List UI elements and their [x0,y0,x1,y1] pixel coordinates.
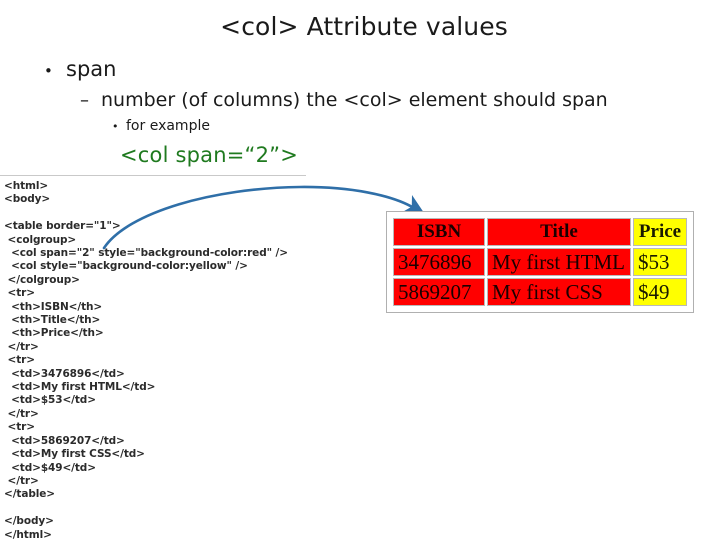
table-cell-isbn: 3476896 [393,248,485,276]
table-cell-price: $53 [633,248,687,276]
bullet-item-level3: • for example [0,115,700,138]
page-title: <col> Attribute values [220,12,508,41]
code-line: </tr> [4,340,39,353]
rendered-html-table: ISBN Title Price 3476896 My first HTML $… [391,216,689,308]
code-line: <th>Price</th> [4,327,104,340]
code-blank-line [4,502,334,515]
code-line: <html> [4,180,49,192]
code-line: </tr> [4,474,39,487]
table-cell-title: My first CSS [487,278,631,306]
bullet-text: span [66,57,117,81]
code-line: <tr> [4,287,36,300]
bullet-item-level2: – number (of columns) the <col> element … [0,87,700,114]
horizontal-divider [0,175,306,176]
code-line: </table> [4,488,55,501]
code-line: <tr> [4,354,36,367]
code-line: <col style="background-color:yellow" /> [4,260,248,273]
rendered-table-container: ISBN Title Price 3476896 My first HTML $… [386,211,694,313]
bullet-marker-icon: • [112,120,119,133]
source-code-listing: <html><body> <table border="1"> <colgroup… [4,180,334,542]
code-line: <td>3476896</td> [4,367,125,380]
table-cell-price: $49 [633,278,687,306]
code-blank-line [4,207,334,220]
dash-marker-icon: – [80,90,89,111]
table-header-isbn: ISBN [393,218,485,246]
code-line: </body> [4,515,54,528]
code-line: <colgroup> [4,233,77,246]
code-line: <th>ISBN</th> [4,300,103,313]
table-cell-isbn: 5869207 [393,278,485,306]
code-line: <td>5869207</td> [4,434,125,447]
code-line: <col span="2" style="background-color:re… [4,247,288,260]
code-line: <td>$49</td> [4,461,96,474]
bullet-text: number (of columns) the <col> element sh… [101,89,608,111]
code-line: <td>$53</td> [4,394,96,407]
code-line: <td>My first CSS</td> [4,448,145,461]
code-line: </tr> [4,407,39,420]
bullet-outline: • span – number (of columns) the <col> e… [0,54,700,138]
bullet-item-level1: • span [0,54,700,86]
code-line: <td>My first HTML</td> [4,381,156,394]
example-code-snippet: <col span=“2”> [120,143,299,167]
table-row: 5869207 My first CSS $49 [393,278,687,306]
table-cell-title: My first HTML [487,248,631,276]
table-header-title: Title [487,218,631,246]
code-line: <tr> [4,421,36,434]
table-header-price: Price [633,218,687,246]
code-line: </html> [4,528,52,541]
bullet-text: for example [126,118,210,134]
code-line: <th>Title</th> [4,314,101,327]
code-line: </colgroup> [4,273,80,286]
code-line: <table border="1"> [4,220,121,233]
bullet-marker-icon: • [44,62,53,80]
table-header-row: ISBN Title Price [393,218,687,246]
code-line: <body> [4,193,51,206]
table-row: 3476896 My first HTML $53 [393,248,687,276]
